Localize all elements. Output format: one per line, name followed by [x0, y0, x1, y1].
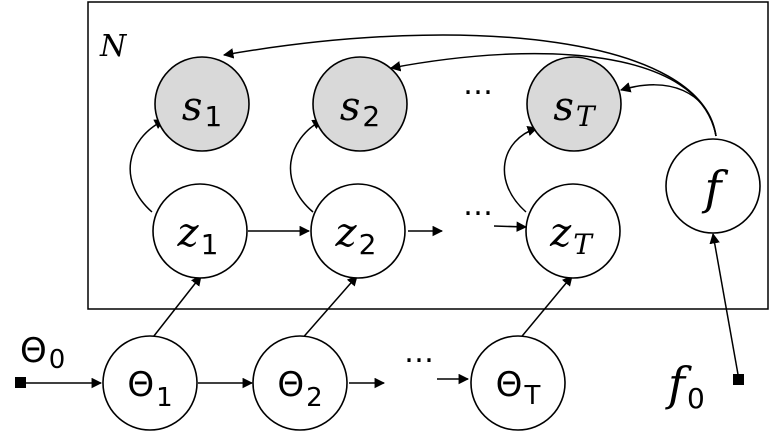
edge-f-sT: [619, 82, 717, 137]
ellipsis-z: …: [463, 188, 493, 223]
edge-zT-sT: [503, 125, 538, 213]
svg-text:sT: sT: [553, 84, 597, 133]
ellipsis-s: …: [463, 67, 493, 102]
f0-root-marker: [733, 374, 744, 385]
theta0-label: Θ0: [20, 331, 65, 375]
svg-text:zT: zT: [549, 210, 594, 261]
svg-text:z2: z2: [335, 210, 377, 261]
svg-text:ΘT: ΘT: [496, 365, 541, 411]
svg-text:z1: z1: [177, 210, 219, 261]
node-theta2: Θ2: [252, 335, 348, 431]
svg-text:s2: s2: [340, 84, 380, 133]
ellipsis-theta: …: [404, 335, 434, 370]
node-thetaT: ΘT: [470, 335, 566, 431]
plate-label: N: [99, 29, 128, 64]
node-z1: z1: [152, 183, 248, 279]
node-f: f: [665, 138, 761, 234]
node-z2: z2: [310, 183, 406, 279]
f0-label: f0: [665, 357, 705, 415]
svg-text:s1: s1: [182, 84, 222, 133]
theta0-root-marker: [15, 377, 26, 388]
plate-n: [87, 1, 769, 310]
edge-ellipsis-zT: [493, 221, 528, 232]
node-s2: s2: [312, 56, 408, 152]
edge-f0-f: [709, 232, 740, 381]
svg-text:Θ2: Θ2: [277, 365, 322, 413]
edge-z2-s2: [289, 119, 323, 213]
edge-z1-s1: [129, 119, 165, 213]
node-sT: sT: [526, 56, 622, 152]
edge-theta1-z1: [149, 275, 202, 342]
node-zT: zT: [525, 183, 621, 279]
node-s1: s1: [154, 56, 250, 152]
edge-theta2-z2: [299, 275, 358, 342]
edge-thetaT-zT: [517, 275, 573, 342]
node-theta1: Θ1: [102, 335, 198, 431]
svg-text:Θ1: Θ1: [127, 365, 172, 413]
